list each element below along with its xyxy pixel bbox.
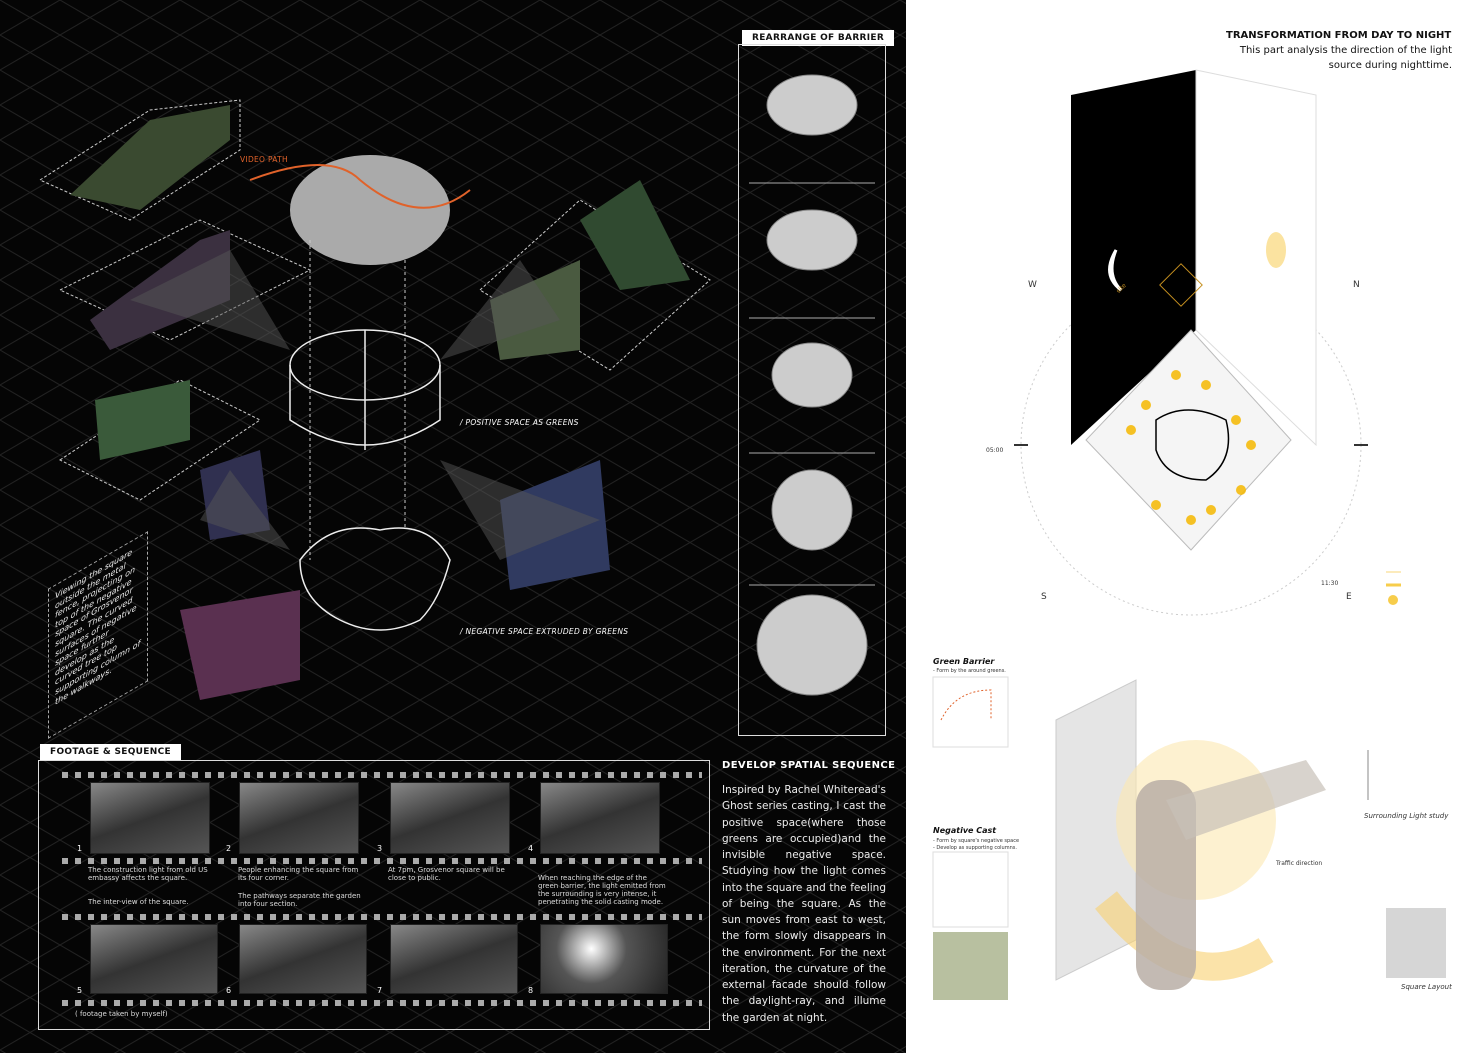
rearrange-barrier-frame xyxy=(738,44,886,736)
footage-photo-8 xyxy=(540,924,668,994)
frame-caption: The pathways separate the garden into fo… xyxy=(238,892,361,909)
transformation-title: TRANSFORMATION FROM DAY TO NIGHT xyxy=(1226,30,1452,41)
footage-credit: ( footage taken by myself) xyxy=(75,1010,168,1018)
barrier-steps xyxy=(749,74,875,696)
footage-photo-2 xyxy=(239,782,359,854)
frame-number: 5 xyxy=(77,986,83,995)
frame-number: 7 xyxy=(377,986,383,995)
frame-number: 4 xyxy=(528,844,534,853)
frame-caption: The inter-view of the square. xyxy=(88,898,189,906)
tree-canopy-model xyxy=(290,155,450,265)
frame-number: 1 xyxy=(77,844,83,853)
negative-cast-title: Negative Cast xyxy=(933,826,997,835)
surrounding-light-label: Surrounding Light study xyxy=(1364,812,1449,820)
frame-number: 3 xyxy=(377,844,383,853)
compass-e: E xyxy=(1346,592,1352,602)
footage-photo-1 xyxy=(90,782,210,854)
legend xyxy=(1386,571,1401,605)
time-right: 11:30 xyxy=(1321,580,1339,587)
sequence-body: Inspired by Rachel Whiteread's Ghost ser… xyxy=(722,784,886,1024)
frame-caption: When reaching the edge of the green barr… xyxy=(538,874,666,907)
frame-number: 6 xyxy=(226,986,232,995)
film-perforation xyxy=(62,772,702,778)
footage-photo-5 xyxy=(90,924,218,994)
film-perforation xyxy=(62,1000,702,1006)
positive-space-label: / POSITIVE SPACE AS GREENS xyxy=(460,418,579,427)
video-path-label: VIDEO PATH xyxy=(240,155,288,164)
frame-caption: The construction light from old US embas… xyxy=(88,866,208,883)
night-light-diagram xyxy=(932,69,1446,1000)
compass-s: S xyxy=(1041,592,1047,602)
rearrange-title: REARRANGE OF BARRIER xyxy=(742,30,895,46)
transformation-subtitle: This part analysis the direction of the … xyxy=(1239,45,1452,71)
negative-space-model xyxy=(299,527,451,631)
compass-n: N xyxy=(1353,280,1360,290)
footage-photo-7 xyxy=(390,924,518,994)
compass-w: W xyxy=(1028,280,1037,290)
footage-photo-6 xyxy=(239,924,367,994)
right-white-panel: TRANSFORMATION FROM DAY TO NIGHT This pa… xyxy=(906,0,1483,1053)
footage-title: FOOTAGE & SEQUENCE xyxy=(40,744,181,760)
footage-frame xyxy=(38,760,710,1030)
sequence-title: DEVELOP SPATIAL SEQUENCE xyxy=(722,760,896,771)
film-perforation xyxy=(62,914,702,920)
video-path-arrow xyxy=(249,164,471,209)
time-left: 05:00 xyxy=(986,447,1004,454)
frame-caption: People enhancing the square from its fou… xyxy=(238,866,359,883)
film-perforation xyxy=(62,858,702,864)
green-barrier-title: Green Barrier xyxy=(933,657,995,666)
frame-caption: At 7pm, Grosvenor square will be close t… xyxy=(388,866,505,883)
green-barrier-note: - Form by the around greens. xyxy=(933,668,1006,674)
positive-space-model xyxy=(289,329,441,450)
square-layout-label: Square Layout xyxy=(1401,983,1452,991)
footage-photo-4 xyxy=(540,782,660,854)
isometric-grid xyxy=(0,0,906,1053)
negative-cast-note-2: - Develop as supporting columns. xyxy=(933,845,1017,851)
frame-number: 2 xyxy=(226,844,232,853)
frame-number: 8 xyxy=(528,986,534,995)
footage-photo-3 xyxy=(390,782,510,854)
negative-cast-note-1: - Form by square's negative space xyxy=(933,838,1020,844)
projection-screens xyxy=(38,99,711,700)
traffic-direction-label: Traffic direction xyxy=(1276,860,1323,867)
negative-space-label: / NEGATIVE SPACE EXTRUDED BY GREENS xyxy=(460,627,629,636)
left-dark-panel: VIDEO PATH / POSITIVE SPACE AS GREENS / … xyxy=(0,0,906,1053)
